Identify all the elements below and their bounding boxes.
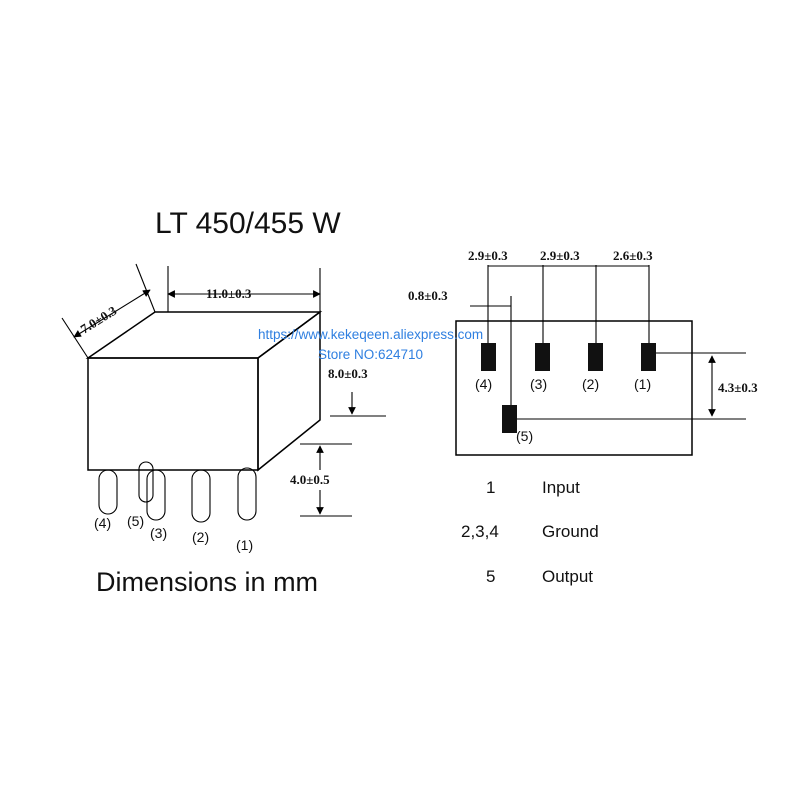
depth-label: 7.0±0.3 [78,303,120,337]
pin-table-pin-3: 5 [486,567,495,586]
depth-ext-top [135,263,156,313]
pin-table-pin-1: 1 [486,478,495,497]
box-front-face [87,357,259,471]
width-label: 11.0±0.3 [206,286,252,301]
pin-table-function-2: Ground [542,522,599,541]
spacing-label-1: 2.9±0.3 [468,248,508,263]
pin-table-function-1: Input [542,478,580,497]
height-label: 8.0±0.3 [328,366,368,381]
pad-label-2: (2) [582,376,599,392]
depth-dim-line [73,289,151,338]
pin-5 [138,461,154,503]
pin-label-4: (4) [94,515,111,531]
spacing-label-3: 2.6±0.3 [613,248,653,263]
pin-table: 1 Input 2,3,4 Ground 5 Output [461,478,599,586]
part-title: LT 450/455 W [155,207,341,240]
pin-label-1: (1) [236,537,253,553]
pin-label-2: (2) [192,529,209,545]
side-view: (4) (5) (3) (2) (1) 7.0±0.3 11.0±0.3 8.0… [61,263,386,553]
footprint-outline [455,320,693,456]
watermark-store: Store NO:624710 [318,347,423,362]
pad-5 [502,405,517,433]
pin-table-pin-2: 2,3,4 [461,522,499,541]
pad-label-4: (4) [475,376,492,392]
pin-length-label: 4.0±0.5 [290,472,330,487]
box-side-face [257,310,321,472]
units-note: Dimensions in mm [96,567,318,597]
pad-4 [481,343,496,371]
depth-ext-bottom [61,317,89,359]
spacing-label-2: 2.9±0.3 [540,248,580,263]
pad-label-5: (5) [516,428,533,444]
pad-3 [535,343,550,371]
pin-2 [191,469,211,523]
pin-table-function-3: Output [542,567,593,586]
pin-label-5: (5) [127,513,144,529]
watermark-url: https://www.kekeqeen.aliexpress.com [258,327,483,342]
pin-label-3: (3) [150,525,167,541]
pad-label-3: (3) [530,376,547,392]
pin-1 [237,467,257,521]
pin-3 [146,469,166,521]
offset-label: 0.8±0.3 [408,288,448,303]
vertical-label: 4.3±0.3 [718,380,758,395]
pad-2 [588,343,603,371]
footprint-view: 2.9±0.3 2.9±0.3 2.6±0.3 0.8±0.3 (4) (3) … [408,248,758,456]
pad-1 [641,343,656,371]
pins [98,461,257,523]
pad-label-1: (1) [634,376,651,392]
pin-4 [98,469,118,515]
